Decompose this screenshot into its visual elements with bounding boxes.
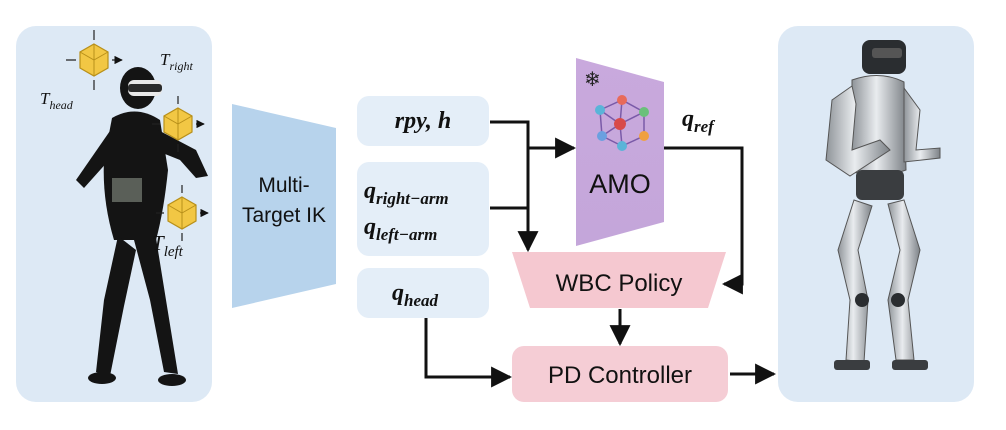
t-head-label: Thead [40,89,74,112]
arrow-qref-to-wbc [664,146,744,295]
q-head-box: qhead [357,268,489,318]
head-target-icon [66,30,122,90]
q-ref-label: qref [682,106,716,136]
pd-controller-block: PD Controller [512,346,728,402]
neural-network-icon [595,95,649,151]
flow-arrows [424,120,777,388]
ik-label-line1: Multi- [258,174,309,197]
wbc-policy-block: WBC Policy [512,252,726,308]
rpy-h-label: rpy, h [395,108,451,134]
robot-panel [778,26,974,402]
q-right-arm-label: qright−arm [364,178,449,208]
amo-block: ❄ AMO [576,58,664,246]
q-head-label: qhead [392,280,439,310]
arm-joints-box: qright−arm qleft−arm [357,162,489,256]
t-left-label: Tleft [152,231,184,260]
operator-panel: Thead Tright Tleft [16,26,212,402]
pd-label: PD Controller [548,362,692,389]
q-left-arm-label: qleft−arm [364,214,437,244]
arrow-qhead-to-pd [424,318,513,388]
operator-figure [76,67,208,386]
amo-label: AMO [589,169,651,199]
arrow-rpy-to-amo [490,120,577,159]
ik-block: Multi- Target IK [232,104,336,308]
ik-label-line2: Target IK [242,204,326,227]
t-right-label: Tright [160,50,193,73]
rpy-h-box: rpy, h [357,96,489,146]
wbc-label: WBC Policy [556,270,683,297]
frozen-icon: ❄ [584,69,601,91]
right-hand-target-icon [152,96,204,152]
humanoid-robot-figure [825,40,941,370]
left-hand-target-icon [156,185,208,241]
